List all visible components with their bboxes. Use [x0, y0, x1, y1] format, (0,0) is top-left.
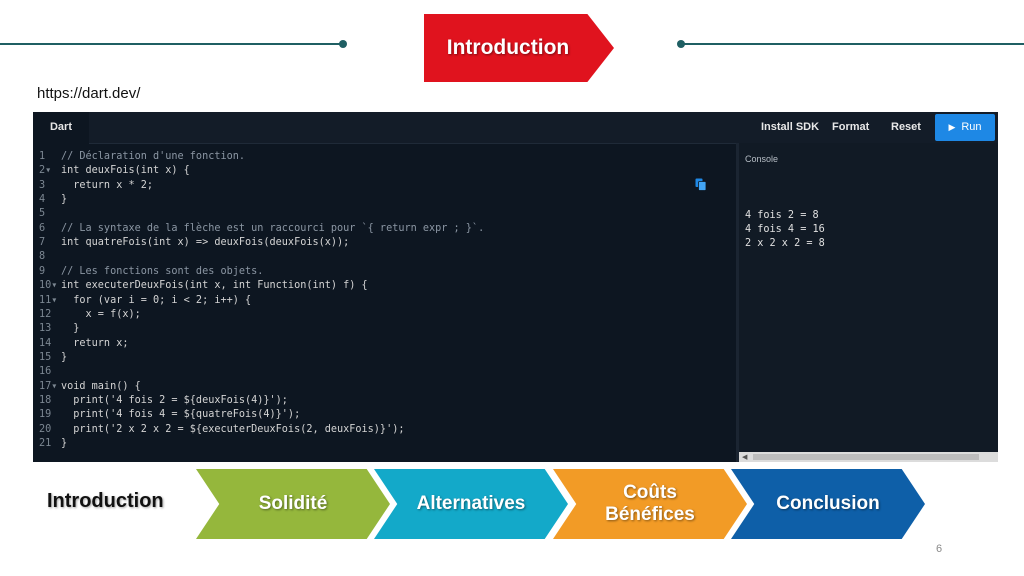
- line-number: 18: [39, 394, 52, 406]
- line-number: 6: [39, 222, 46, 234]
- nav-label-line-1: Coûts: [623, 482, 677, 503]
- play-icon: ▶: [948, 122, 956, 132]
- console-output: 4 fois 2 = 8 4 fois 4 = 16 2 x 2 x 2 = 8: [745, 209, 825, 251]
- console-line: 4 fois 4 = 16: [745, 224, 825, 235]
- code-text: }: [61, 438, 68, 449]
- page-number: 6: [936, 543, 943, 555]
- line-number: 10▾: [39, 280, 58, 292]
- line-number: 2▾: [39, 165, 52, 177]
- editor-toolbar: Dart Install SDK Format Reset ▶ Run: [33, 112, 998, 145]
- nav-label: Conclusion: [776, 493, 880, 514]
- code-text: print('4 fois 4 = ${quatreFois(4)}');: [61, 409, 301, 421]
- code-text: return x;: [61, 337, 129, 349]
- code-text: int executerDeuxFois(int x, int Function…: [61, 280, 368, 292]
- nav-conclusion[interactable]: Conclusion: [731, 469, 925, 539]
- code-text: }: [61, 351, 68, 363]
- code-text: // Déclaration d'une fonction.: [61, 151, 246, 162]
- line-number: 16: [39, 366, 52, 378]
- code-editor[interactable]: 1 // Déclaration d'une fonction. 2▾ int deu…: [33, 150, 735, 462]
- header-rule-dot-right: [677, 40, 685, 48]
- line-number: 9: [39, 265, 46, 277]
- line-number: 17▾: [39, 380, 58, 392]
- code-text: int deuxFois(int x) {: [61, 165, 190, 177]
- line-number: 8: [39, 251, 46, 263]
- section-title: Introduction: [424, 14, 614, 82]
- line-number: 13: [39, 323, 52, 335]
- code-text: }: [61, 323, 80, 335]
- line-number: 4: [39, 194, 46, 206]
- line-number: 3: [39, 179, 46, 191]
- header-rule-left: [0, 43, 342, 45]
- header-rule-right: [681, 43, 1024, 45]
- line-number: 11▾: [39, 294, 58, 306]
- console-panel: Console 4 fois 2 = 8 4 fois 4 = 16 2 x 2 x…: [739, 143, 998, 462]
- scrollbar-thumb[interactable]: [753, 454, 979, 460]
- format-button[interactable]: Format: [832, 121, 870, 133]
- nav-alternatives[interactable]: Alternatives: [374, 469, 568, 539]
- source-url: https://dart.dev/: [37, 85, 141, 102]
- code-text: void main() {: [61, 380, 141, 392]
- nav-label: Solidité: [258, 493, 328, 514]
- code-text: int quatreFois(int x) => deuxFois(deuxFo…: [61, 237, 350, 249]
- code-text: return x * 2;: [61, 179, 154, 191]
- console-horizontal-scrollbar[interactable]: ◀: [739, 452, 998, 462]
- pane-splitter[interactable]: [736, 143, 739, 462]
- line-number: 1: [39, 151, 46, 162]
- run-button[interactable]: ▶ Run: [935, 114, 995, 141]
- nav-couts-benefices[interactable]: Coûts Bénéfices: [553, 469, 747, 539]
- run-label: Run: [961, 121, 982, 133]
- nav-current-introduction[interactable]: Introduction: [47, 490, 164, 512]
- line-number: 19: [39, 409, 52, 421]
- code-text: x = f(x);: [61, 308, 141, 320]
- code-text: print('2 x 2 x 2 = ${executerDeuxFois(2,…: [61, 423, 405, 435]
- line-number: 14: [39, 337, 52, 349]
- code-text: // La syntaxe de la flèche est un raccou…: [61, 222, 485, 234]
- install-sdk-button[interactable]: Install SDK: [761, 121, 820, 133]
- line-number: 5: [39, 208, 46, 220]
- console-label: Console: [745, 154, 779, 164]
- nav-label-line-2: Bénéfices: [605, 504, 695, 525]
- nav-label: Alternatives: [416, 493, 526, 514]
- line-number: 21: [39, 438, 52, 449]
- line-number: 20: [39, 423, 52, 435]
- line-number: 15: [39, 351, 52, 363]
- copy-icon[interactable]: [695, 178, 707, 191]
- line-number: 12: [39, 308, 52, 320]
- dartpad-editor: Dart Install SDK Format Reset ▶ Run 1 // D…: [33, 112, 998, 462]
- scroll-left-icon[interactable]: ◀: [742, 454, 748, 461]
- console-line: 2 x 2 x 2 = 8: [745, 238, 825, 249]
- code-text: }: [61, 194, 68, 206]
- header-rule-dot-left: [339, 40, 347, 48]
- code-text: // Les fonctions sont des objets.: [61, 265, 264, 277]
- reset-button[interactable]: Reset: [891, 121, 921, 133]
- line-number: 7: [39, 237, 46, 249]
- code-text: print('4 fois 2 = ${deuxFois(4)}');: [61, 394, 288, 406]
- code-text: for (var i = 0; i < 2; i++) {: [61, 294, 252, 306]
- console-line: 4 fois 2 = 8: [745, 210, 819, 221]
- tab-dart[interactable]: Dart: [33, 112, 89, 145]
- nav-solidite[interactable]: Solidité: [196, 469, 390, 539]
